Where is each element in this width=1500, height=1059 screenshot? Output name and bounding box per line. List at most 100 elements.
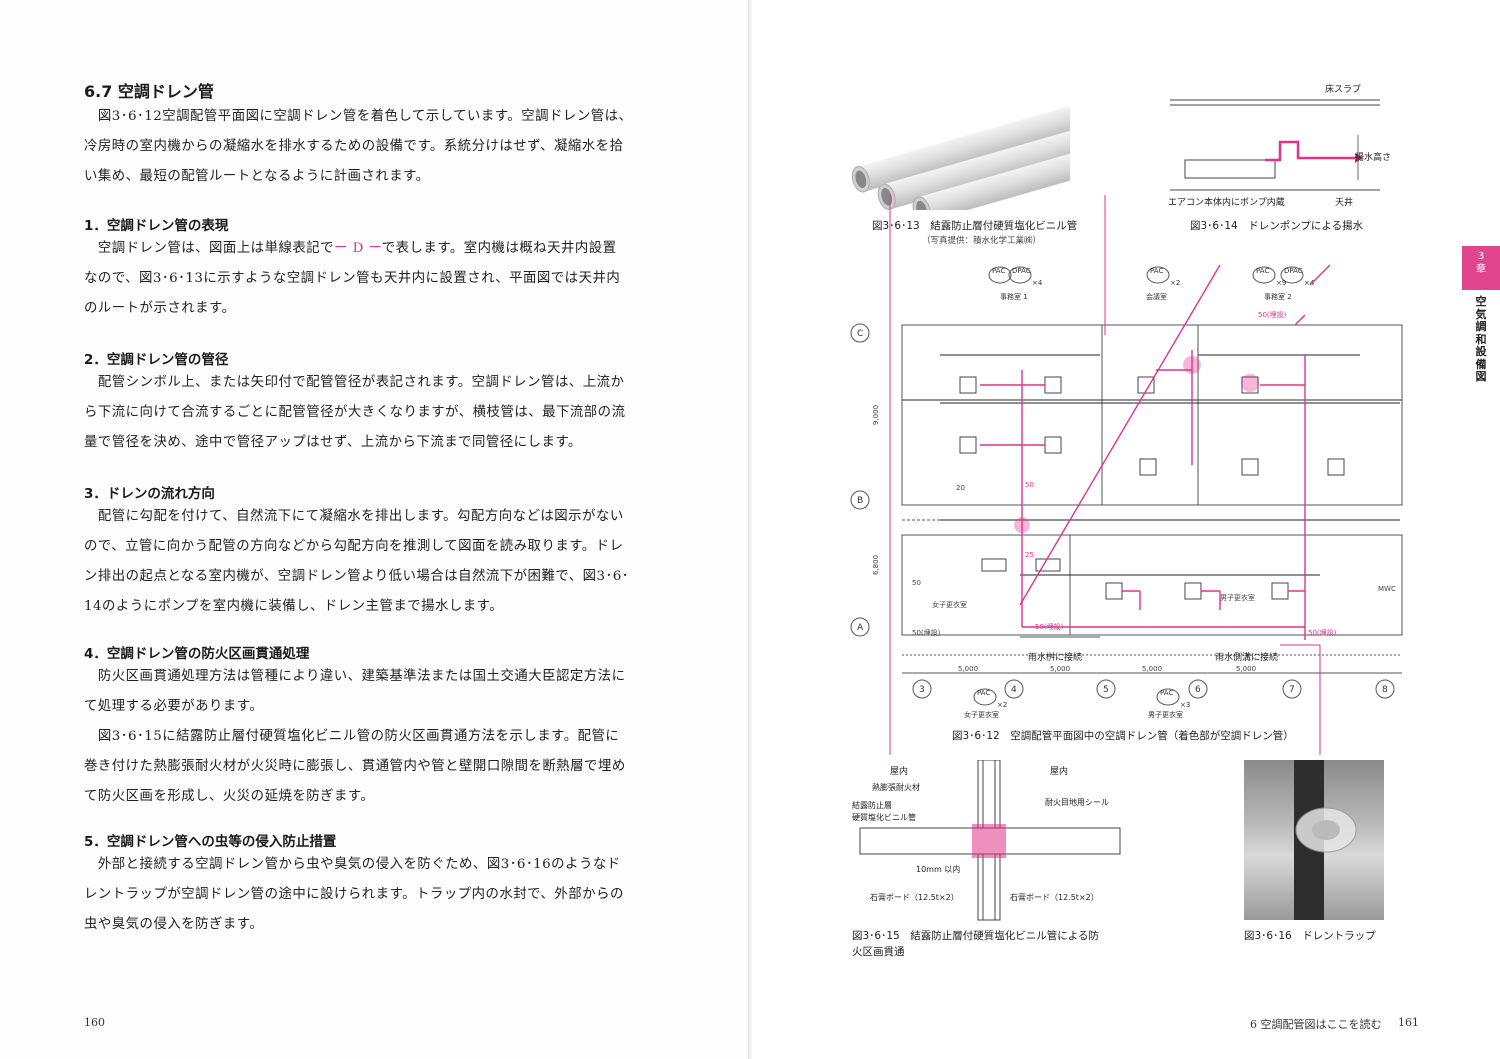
tag-dpac-13: DPAC (1012, 267, 1031, 275)
span-dim: 5,000 (1050, 665, 1070, 673)
chapter-title-vertical: 空 気 調 和 設 備 図 (1475, 295, 1487, 383)
fig15-caption-cont: 火区画貫通 (852, 946, 905, 958)
sub1-line: のルートが示されます。 (84, 301, 236, 316)
sub3-line: ン排出の起点となる室内機が、空調ドレン管より低い場合は自然流下が困難で、図3･6… (84, 569, 629, 584)
sub1-heading: 1．空調ドレン管の表現 (84, 218, 229, 234)
size-label-25: 25 (1025, 551, 1034, 559)
buried-label-left: 50(埋設) (912, 628, 941, 637)
sub3-paragraph: 配管に勾配を付けて、自然流下にて凝縮水を排出します。勾配方向などは図示がない の… (84, 502, 650, 622)
buried-label-right: 50(埋設) (1308, 628, 1337, 637)
lift-label: 揚水高さ (1355, 151, 1391, 163)
sub1-line: なので、図3･6･13に示すような空調ドレン管も天井内に設置され、平面図では天井… (84, 271, 621, 286)
indoor-right-label: 屋内 (1050, 765, 1068, 777)
section-title: 6.7 空調ドレン管 (84, 82, 214, 101)
fig13-credit: （写真提供：積水化学工業㈱） (922, 236, 1042, 246)
sub3-line: 14のようにポンプを室内機に装備し、ドレン主管まで揚水します。 (84, 599, 504, 614)
sub5-line: 虫や臭気の侵入を防ぎます。 (84, 917, 264, 932)
sub3-line: 配管に勾配を付けて、自然流下にて凝縮水を排出します。勾配方向などは図示がない (84, 509, 624, 524)
room-label-men: 男子更衣室 (1220, 593, 1255, 602)
slab-label: 床スラブ (1325, 83, 1361, 95)
tag-pac-1f1: PAC (1160, 689, 1173, 697)
intro-paragraph: 図3･6･12空調配管平面図に空調ドレン管を着色して示しています。空調ドレン管は… (84, 102, 650, 192)
sub5-heading: 5．空調ドレン管への虫等の侵入防止措置 (84, 834, 337, 850)
fig15-caption: 図3･6･15 結露防止層付硬質塩化ビニル管による防 (852, 930, 1099, 942)
grid-col-7: 7 (1289, 685, 1295, 695)
page-number-left: 160 (84, 1016, 105, 1029)
sub2-line: 量で管径を決め、途中で管径アップはせず、上流から下流まで同管径にします。 (84, 435, 582, 450)
leader-lines (889, 195, 1321, 755)
dim-6800: 6,800 (872, 555, 880, 575)
intro-line: 図3･6･12空調配管平面図に空調ドレン管を着色して示しています。空調ドレン管は… (84, 109, 633, 124)
buried-label-mid: 50(埋設) (1035, 622, 1064, 631)
room-label-office1: 事務室 1 (1000, 292, 1028, 301)
tag-pac-1c2: PAC (1150, 267, 1163, 275)
size-label-50: 50 (1025, 481, 1034, 489)
grid-col-8: 8 (1382, 685, 1388, 695)
sub5-line: 外部と接続する空調ドレン管から虫や臭気の侵入を防ぐため、図3･6･16のようなド (84, 857, 621, 872)
sub2-paragraph: 配管シンボル上、または矢印付で配管管径が表記されます。空調ドレン管は、上流か ら… (84, 368, 650, 458)
running-head: 6 空調配管図はここを読む (1250, 1018, 1382, 1031)
drain-pump-diagram: 床スラブ 揚水高さ 天井 エアコン本体内にポンプ内蔵 (1168, 83, 1391, 208)
mwc-label: MWC (1378, 585, 1396, 593)
seal-label: 耐火目地用シール (1045, 797, 1109, 807)
room-label-women-tag: 女子更衣室 (964, 710, 999, 719)
sub4-line: て処理する必要があります。 (84, 699, 264, 714)
fig14-caption: 図3･6･14 ドレンポンプによる揚水 (1190, 220, 1364, 232)
grid-col-5: 5 (1103, 685, 1109, 695)
tag-pac-1c3: PAC (992, 267, 1005, 275)
gap-label: 10mm 以内 (916, 864, 960, 874)
grid-row-a: A (857, 623, 864, 633)
indoor-left-label: 屋内 (890, 765, 908, 777)
sub1-line-pre: 空調ドレン管は、図面上は単線表記で (84, 241, 335, 256)
buried-label-top: 50(埋設) (1258, 310, 1287, 319)
sub4-line: 図3･6･15に結露防止層付硬質塩化ビニル管の防火区画貫通方法を示します。配管に (84, 729, 620, 744)
span-dim: 5,000 (958, 665, 978, 673)
sub4-line: 防火区画貫通処理方法は管種により違い、建築基準法または国土交通大臣認定方法に (84, 669, 626, 684)
gutter (748, 0, 752, 1059)
room-label-office2: 事務室 2 (1264, 292, 1292, 301)
tag-pac-1c1: PAC (1256, 267, 1269, 275)
drain-symbol: ー D ー (334, 241, 382, 256)
pump-label: エアコン本体内にポンプ内蔵 (1168, 196, 1285, 208)
qty-x2-a: ×2 (1170, 279, 1180, 287)
room-label-meeting: 会議室 (1146, 292, 1167, 301)
grid-row-b: B (857, 496, 863, 506)
sub2-heading: 2．空調ドレン管の管径 (84, 352, 229, 368)
qty-x4-a: ×4 (1032, 279, 1043, 287)
drain-trap-photo (1244, 760, 1384, 920)
chapter-tab: 3 章 (1462, 246, 1500, 290)
intro-line: い集め、最短の配管ルートとなるように計画されます。 (84, 169, 430, 184)
intro-line: 冷房時の室内機からの凝縮水を排水するための設備です。系統分けはせず、凝縮水を拾 (84, 139, 624, 154)
rain-basin-note: 雨水桝に接続 (1028, 651, 1082, 663)
sub4-line: 巻き付けた熱膨張耐火材が火災時に膨張し、貫通管内や管と壁開口隙間を断熱層で埋め (84, 759, 626, 774)
sub3-line: ので、立管に向かう配管の方向などから勾配方向を推測して図面を読み取ります。ドレ (84, 539, 624, 554)
grid-col-4: 4 (1011, 685, 1017, 695)
fire-penetration-diagram: 屋内 屋内 熱膨張耐火材 結露防止層 硬質塩化ビニル管 耐火目地用シール 10m… (852, 760, 1121, 921)
grid-col-3: 3 (919, 685, 925, 695)
room-label-women: 女子更衣室 (932, 600, 967, 609)
pipe-label-l1: 結露防止層 (852, 800, 892, 810)
rain-gutter-note: 雨水側溝に接続 (1215, 651, 1278, 663)
qty-x2-b: ×2 (997, 701, 1007, 709)
board-left-label: 石膏ボード（12.5t×2） (870, 892, 959, 902)
span-dim: 5,000 (1142, 665, 1162, 673)
ceiling-label: 天井 (1335, 196, 1353, 208)
sub1-line-post: で表します。室内機は概ね天井内設置 (381, 241, 617, 256)
dim-9000: 9,000 (872, 405, 880, 425)
sub4-paragraph: 防火区画貫通処理方法は管種により違い、建築基準法または国土交通大臣認定方法に て… (84, 662, 650, 812)
sub1-line: 空調ドレン管は、図面上は単線表記でー D ーで表します。室内機は概ね天井内設置 (84, 234, 650, 264)
sub4-line: て防火区画を形成し、火災の延焼を防ぎます。 (84, 789, 375, 804)
size-label-20: 20 (956, 484, 965, 492)
page-number-right: 161 (1398, 1016, 1419, 1029)
room-label-men-tag: 男子更衣室 (1148, 710, 1183, 719)
pipe-label-l2: 硬質塩化ビニル管 (852, 812, 916, 822)
grid-row-c: C (857, 329, 863, 339)
span-dim: 5,000 (1236, 665, 1256, 673)
size-label-50-black: 50 (912, 579, 921, 587)
left-page: 6.7 空調ドレン管 図3･6･12空調配管平面図に空調ドレン管を着色して示して… (0, 0, 748, 1059)
sub5-line: レントラップが空調ドレン管の途中に設けられます。トラップ内の水封で、外部からの (84, 887, 624, 902)
sub2-line: 配管シンボル上、または矢印付で配管管径が表記されます。空調ドレン管は、上流か (84, 375, 625, 390)
hvac-floor-plan: PAC DPAC ×4 事務室 1 PAC ×2 会議室 PAC DPAC ×9… (850, 264, 1403, 719)
fig12-caption: 図3･6･12 空調配管平面図中の空調ドレン管（着色部が空調ドレン管） (952, 730, 1294, 742)
